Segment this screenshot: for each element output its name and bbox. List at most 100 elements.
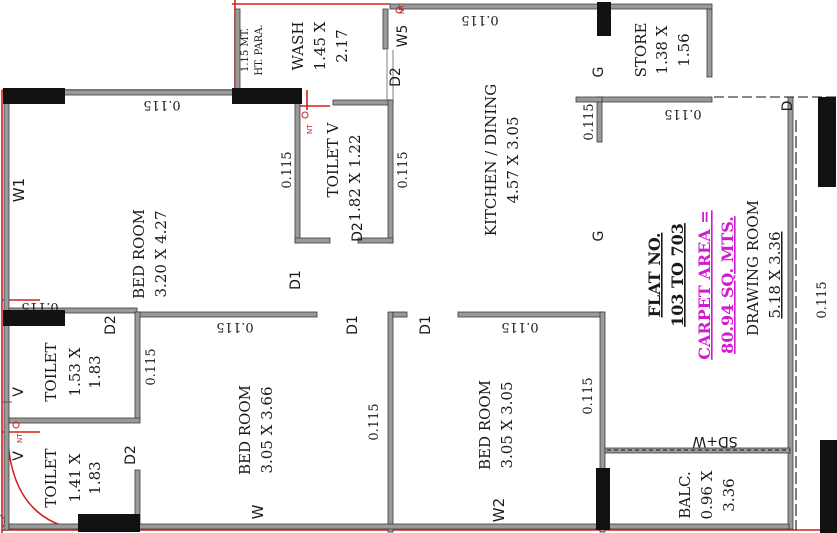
window-w1: W1 (10, 178, 28, 202)
nt-label-toilet: NT (16, 433, 24, 443)
wall-toiletv-bottom-left (294, 237, 331, 244)
wall-bottom (8, 523, 790, 530)
door-d2-toilet3: D2 (123, 445, 139, 465)
thickness-bed1-right: 0.115 (280, 151, 295, 188)
store-size1: 1.38 X (653, 25, 671, 74)
nt-markers (12, 6, 403, 429)
flat-label: FLAT NO. (645, 233, 664, 318)
vent-v-upper: V (11, 387, 27, 397)
thickness-toiletv-right: 0.115 (396, 151, 411, 188)
bed1-name: BED ROOM (130, 209, 148, 299)
kitchen-name: KITCHEN / DINING (482, 84, 500, 236)
nt-circle-toiletv (301, 111, 309, 119)
vent-v-lower: V (11, 451, 27, 461)
dash-lines (386, 50, 837, 530)
column-top-kitchen (597, 2, 611, 36)
wall-bed3-top (457, 311, 604, 318)
wall-store-bottom (596, 96, 713, 103)
balc-size2: 3.36 (720, 478, 738, 511)
column-top-left (3, 88, 65, 104)
store-size2: 1.56 (675, 33, 693, 66)
bed3-name: BED ROOM (476, 380, 494, 470)
thickness-bed2-right: 0.115 (367, 403, 382, 440)
door-brackets (0, 296, 12, 529)
wall-kitchen-stub (575, 96, 603, 103)
toilet3-size2: 1.83 (86, 461, 104, 494)
wall-store-right (706, 8, 713, 78)
flat-range: 103 TO 703 (668, 223, 687, 327)
wall-bed2-bed3 (387, 311, 394, 533)
door-d1-bed1: D1 (288, 270, 304, 290)
drawing-name: DRAWING ROOM (744, 200, 762, 336)
toilet3-size1: 1.41 X (66, 453, 84, 502)
wall-kitchen-drawing (596, 96, 603, 143)
door-d1-bed3: D1 (418, 315, 434, 335)
wall-toiletv-bottom-right (357, 237, 394, 244)
thickness-bed3-top: 0.115 (501, 319, 538, 334)
wash-size2: 2.17 (333, 29, 351, 62)
toilet3-name: TOILET (42, 448, 60, 507)
balc-name: BALC. (676, 471, 694, 519)
column-bottom-balc (596, 468, 610, 530)
wall-bed1-toiletv (294, 94, 301, 244)
wall-toiletv-right (387, 99, 394, 244)
column-right-bottom (820, 440, 837, 533)
bed3-size: 3.05 X 3.05 (498, 381, 516, 468)
bed2-size: 3.05 X 3.66 (258, 386, 276, 473)
wall-wash-right (382, 8, 389, 50)
wash-size1: 1.45 X (311, 21, 329, 70)
carpet-area-label: CARPET AREA = (695, 210, 714, 359)
wall-drawing-right (787, 96, 794, 530)
bracket-left-3 (0, 514, 6, 529)
thickness-top-kitchen: 0.115 (461, 12, 498, 27)
thickness-top-bed1: 0.115 (143, 97, 180, 112)
nt-label-wash: NT (398, 4, 406, 14)
bed2-name: BED ROOM (236, 385, 254, 475)
window-w2: W2 (490, 498, 508, 522)
kitchen-size: 4.57 X 3.05 (504, 116, 522, 203)
toiletv-door-d2: D2 (350, 222, 366, 242)
wall-toilet2-bottom (8, 417, 141, 424)
wall-bed2-top (136, 311, 318, 318)
door-d-main: D (780, 101, 796, 112)
drawing-size: 5.18 X 3.36 (766, 231, 784, 318)
wash-name: WASH (289, 22, 307, 71)
wall-top-store (599, 3, 713, 10)
wall-top-kitchen (389, 3, 601, 10)
carpet-area-value: 80.94 SQ. MTS. (718, 216, 737, 354)
toilet2-size1: 1.53 X (66, 347, 84, 396)
column-right-top (818, 97, 836, 187)
window-w5: W5 (395, 25, 411, 48)
column-top-mid (232, 88, 302, 104)
grill-g-kitchen: G (591, 231, 607, 242)
toiletv-name: TOILET V (324, 121, 342, 197)
column-mid-left (3, 310, 65, 326)
nt-circle-wash (395, 6, 403, 14)
nt-label-toiletv: NT (306, 124, 314, 134)
thickness-bed1-bottom: 0.115 (21, 299, 58, 314)
thickness-bed2-top: 0.115 (216, 319, 253, 334)
door-d2-wash: D2 (388, 67, 404, 87)
thickness-store-bottom: 0.115 (664, 106, 701, 121)
thickness-bed3-right: 0.115 (581, 377, 596, 414)
thickness-drawing-right: 0.115 (815, 281, 830, 318)
toilet2-size2: 1.83 (86, 355, 104, 388)
grill-g-store: G (591, 67, 607, 78)
wall-toilet2-right (134, 311, 141, 421)
nt-circle-toilet (12, 421, 20, 429)
wall-toiletv-top (332, 99, 394, 106)
door-d1-bed2: D1 (345, 315, 361, 335)
balc-size1: 0.96 X (698, 470, 716, 519)
parapet-line2: HT. PARA. (254, 24, 265, 75)
sliding-door-sdw: SD+W (692, 433, 737, 449)
wall-bed3-top-stub (392, 311, 408, 318)
toilet2-name: TOILET (42, 342, 60, 401)
door-d2-toilet2: D2 (103, 315, 119, 335)
wall-bed3-balc (599, 311, 606, 533)
toiletv-size: 1.82 X 1.22 (346, 134, 364, 221)
parapet-line1: 1.15 MT. (240, 28, 251, 72)
columns (3, 2, 837, 533)
window-w: W (249, 504, 267, 519)
thickness-kitchen-right: 0.115 (582, 103, 597, 140)
thickness-toilet2-right: 0.115 (144, 348, 159, 385)
